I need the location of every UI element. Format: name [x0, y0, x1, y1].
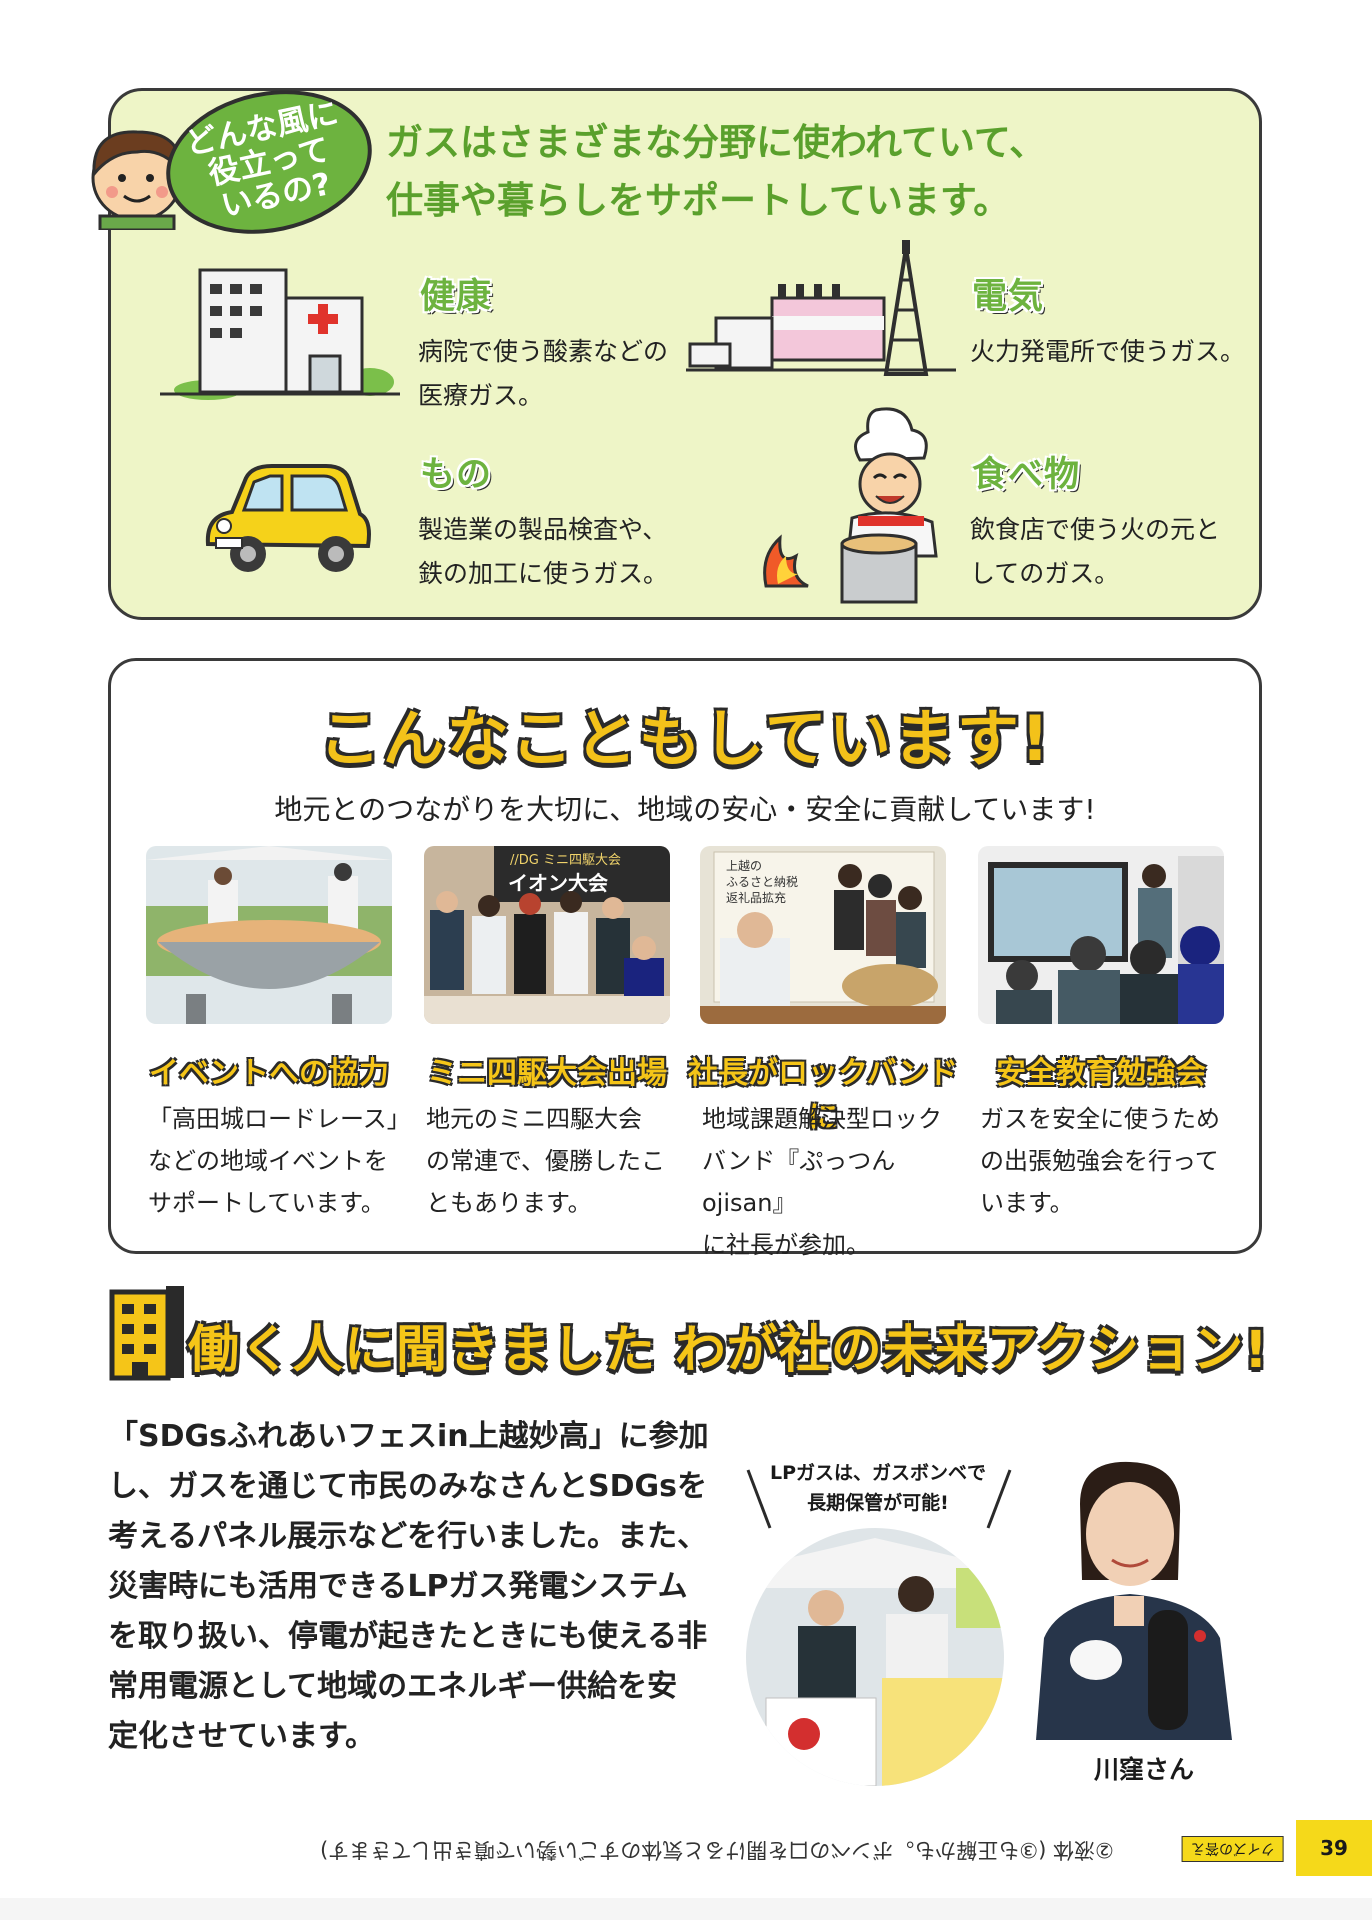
- activity-desc-line: などの地域イベントを: [148, 1147, 388, 1175]
- category-title-health: 健康: [420, 277, 493, 317]
- activity-title-rock-band: 社長がロックバンドに: [688, 1056, 958, 1135]
- mascot-boy-illustration: [91, 130, 183, 230]
- activity-desc-event: 「高田城ロードレース」 などの地域イベントを サポートしています。: [148, 1098, 411, 1224]
- activities-title: こんなこともしています!: [318, 702, 1052, 775]
- interview-line: 「SDGsふれあいフェスin上越妙高」に参加: [108, 1419, 709, 1454]
- interview-line: 常用電源として地域のエネルギー供給を安: [108, 1669, 678, 1704]
- headline-line-2: 仕事や暮らしをサポートしています。: [386, 179, 1011, 222]
- photo-event: [146, 846, 392, 1024]
- photo-rock-band: 上越の ふるさと納税 返礼品拡充: [700, 846, 946, 1024]
- speech-note-line-2: 長期保管が可能!: [807, 1492, 949, 1514]
- mini4wd-sign-text: イオン大会: [508, 871, 608, 895]
- activity-desc-line: います。: [980, 1189, 1074, 1217]
- category-title-products: もの: [420, 455, 493, 495]
- activity-desc-line: ガスを安全に使うため: [980, 1105, 1220, 1133]
- hospital-illustration: [160, 268, 400, 400]
- category-desc-health: 病院で使う酸素などの 医療ガス。: [418, 330, 668, 418]
- photo-safety-seminar: [978, 846, 1224, 1024]
- speech-note: LPガスは、ガスボンベで 長期保管が可能!: [748, 1458, 1008, 1518]
- activity-title-safety: 安全教育勉強会: [996, 1056, 1206, 1091]
- activity-desc-line: の出張勉強会を行って: [980, 1147, 1219, 1175]
- activity-desc-line: サポートしています。: [148, 1189, 385, 1217]
- category-title-food: 食べ物: [972, 455, 1081, 495]
- category-title-electricity: 電気: [972, 277, 1045, 317]
- speech-note-line-1: LPガスは、ガスボンベで: [769, 1462, 987, 1484]
- power-plant-illustration: [686, 240, 956, 376]
- headline-line-1: ガスはさまざまな分野に使われていて、: [386, 121, 1047, 164]
- activities-lead: 地元とのつながりを大切に、地域の安心・安全に貢献しています!: [274, 793, 1096, 826]
- car-illustration: [205, 464, 371, 572]
- category-desc-line: 飲食店で使う火の元と: [970, 515, 1221, 544]
- activity-desc-safety: ガスを安全に使うため の出張勉強会を行って います。: [980, 1098, 1242, 1224]
- category-desc-line: 病院で使う酸素などの: [418, 337, 669, 366]
- headline: ガスはさまざまな分野に使われていて、 仕事や暮らしをサポートしています。: [386, 114, 1046, 230]
- speech-lines-decoration: [746, 1469, 1012, 1529]
- interview-line: 定化させています。: [108, 1719, 375, 1754]
- category-desc-line: 鉄の加工に使うガス。: [418, 559, 669, 588]
- interview-line: し、ガスを通じて市民のみなさんとSDGsを: [108, 1469, 707, 1504]
- person-name: 川窪さん: [1094, 1755, 1195, 1784]
- chef-illustration: [763, 407, 938, 604]
- interview-body: 「SDGsふれあいフェスin上越妙高」に参加 し、ガスを通じて市民のみなさんとS…: [108, 1412, 718, 1762]
- activity-desc-line: ともあります。: [426, 1189, 592, 1217]
- activity-desc-line: 地域課題解決型ロック: [702, 1105, 942, 1133]
- furusato-text-2: ふるさと納税: [726, 875, 798, 889]
- photo-fes-booth: [746, 1528, 1004, 1786]
- activity-desc-line: バンド『ぷっつんojisan』: [702, 1147, 896, 1217]
- mini4wd-banner-text: //DG ミニ四駆大会: [510, 853, 621, 868]
- activity-title-event: イベントへの協力: [149, 1056, 389, 1091]
- photo-mini4wd: //DG ミニ四駆大会 イオン大会: [424, 846, 670, 1024]
- quiz-answer-tag: クイズの答え: [1182, 1836, 1284, 1862]
- furusato-text-3: 返礼品拡充: [726, 890, 786, 905]
- activity-desc-line: 地元のミニ四駆大会: [426, 1105, 642, 1133]
- interview-line: を取り扱い、停電が起きたときにも使える非: [108, 1619, 708, 1654]
- office-building-icon: [109, 1286, 184, 1381]
- category-desc-line: 製造業の製品検査や、: [418, 515, 668, 544]
- activity-desc-line: 「高田城ロードレース」: [148, 1105, 411, 1133]
- category-desc-electricity: 火力発電所で使うガス。: [970, 330, 1245, 374]
- interview-line: 考えるパネル展示などを行いました。また、: [108, 1519, 708, 1554]
- page-number: 39: [1296, 1820, 1372, 1876]
- activity-desc-line: に社長が参加。: [702, 1231, 870, 1259]
- bottom-strip: [0, 1898, 1372, 1920]
- activity-desc-mini4wd: 地元のミニ四駆大会 の常連で、優勝したこ ともあります。: [426, 1098, 688, 1224]
- furusato-text-1: 上越の: [726, 859, 762, 873]
- category-desc-line: してのガス。: [970, 559, 1120, 588]
- category-desc-food: 飲食店で使う火の元と してのガス。: [970, 508, 1220, 596]
- category-desc-products: 製造業の製品検査や、 鉄の加工に使うガス。: [418, 508, 668, 596]
- interview-heading: 働く人に聞きました わが社の未来アクション!: [188, 1321, 1269, 1380]
- interview-line: 災害時にも活用できるLPガス発電システム: [108, 1569, 688, 1604]
- category-desc-line: 火力発電所で使うガス。: [970, 337, 1246, 366]
- activity-desc-rock-band: 地域課題解決型ロック バンド『ぷっつんojisan』 に社長が参加。: [702, 1098, 964, 1266]
- category-desc-line: 医療ガス。: [418, 381, 544, 410]
- photo-kawakubo: [1010, 1460, 1260, 1740]
- activity-title-mini4wd: ミニ四駆大会出場: [427, 1056, 667, 1091]
- quiz-answer-upside-down: ②液体 (③も正解かも。ボンベの口を開けると気体のすごい勢いで噴き出してきます): [320, 1838, 1114, 1862]
- activity-desc-line: の常連で、優勝したこ: [426, 1147, 666, 1175]
